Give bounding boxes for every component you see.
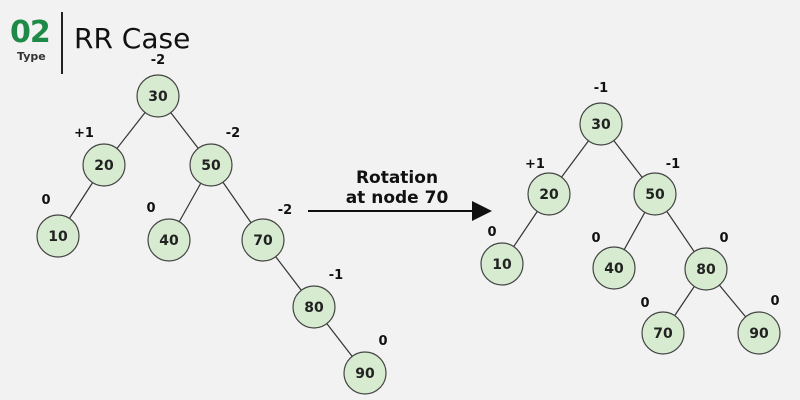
balance-factor: -1 — [666, 157, 680, 172]
balance-factor: +1 — [74, 126, 94, 141]
type-label: Type — [17, 50, 46, 63]
node-b90: 90 — [343, 351, 387, 395]
balance-factor: -2 — [278, 203, 292, 218]
node-value: 80 — [696, 262, 716, 278]
node-value: 10 — [492, 257, 512, 273]
balance-factor: 0 — [146, 201, 155, 216]
node-a80: 80 — [684, 247, 728, 291]
node-circle — [480, 242, 524, 286]
case-title: RR Case — [74, 22, 191, 55]
balance-factor: +1 — [525, 157, 545, 172]
node-a20: 20 — [527, 172, 571, 216]
node-a50: 50 — [633, 172, 677, 216]
balance-factor: -1 — [594, 81, 608, 96]
node-a30: 30 — [579, 102, 623, 146]
node-circle — [579, 102, 623, 146]
balance-factor: 0 — [770, 294, 779, 309]
rotation-label-line1: Rotation — [356, 168, 438, 188]
node-value: 70 — [253, 233, 273, 249]
node-circle — [147, 218, 191, 262]
node-circle — [592, 246, 636, 290]
node-a70: 70 — [641, 311, 685, 355]
node-circle — [241, 218, 285, 262]
node-b50: 50 — [189, 143, 233, 187]
node-b40: 40 — [147, 218, 191, 262]
node-circle — [641, 311, 685, 355]
balance-factor: -2 — [151, 53, 165, 68]
node-b30: 30 — [136, 74, 180, 118]
node-circle — [527, 172, 571, 216]
header-divider — [61, 12, 63, 74]
balance-factor: 0 — [378, 334, 387, 349]
node-circle — [633, 172, 677, 216]
node-value: 90 — [355, 366, 375, 382]
node-b70: 70 — [241, 218, 285, 262]
rotation-label-line2: at node 70 — [346, 188, 449, 208]
node-b80: 80 — [292, 285, 336, 329]
node-value: 50 — [201, 158, 221, 174]
balance-factor: 0 — [591, 231, 600, 246]
type-number: 02 — [10, 15, 51, 50]
node-value: 70 — [653, 326, 673, 342]
node-circle — [343, 351, 387, 395]
node-value: 90 — [749, 326, 769, 342]
node-circle — [292, 285, 336, 329]
node-value: 30 — [591, 117, 611, 133]
balance-factor: 0 — [41, 193, 50, 208]
balance-factor: 0 — [487, 225, 496, 240]
node-value: 30 — [148, 89, 168, 105]
node-value: 40 — [159, 233, 179, 249]
node-value: 20 — [539, 187, 559, 203]
node-circle — [82, 143, 126, 187]
balance-factor: 0 — [640, 296, 649, 311]
node-value: 20 — [94, 158, 114, 174]
node-a40: 40 — [592, 246, 636, 290]
node-a90: 90 — [737, 311, 781, 355]
node-a10: 10 — [480, 242, 524, 286]
node-b10: 10 — [36, 214, 80, 258]
balance-factor: -1 — [329, 268, 343, 283]
node-b20: 20 — [82, 143, 126, 187]
node-value: 80 — [304, 300, 324, 316]
node-circle — [189, 143, 233, 187]
balance-factor: -2 — [226, 126, 240, 141]
node-value: 10 — [48, 229, 68, 245]
node-value: 40 — [604, 261, 624, 277]
node-circle — [36, 214, 80, 258]
node-circle — [737, 311, 781, 355]
node-circle — [136, 74, 180, 118]
balance-factor: 0 — [719, 231, 728, 246]
node-value: 50 — [645, 187, 665, 203]
node-circle — [684, 247, 728, 291]
